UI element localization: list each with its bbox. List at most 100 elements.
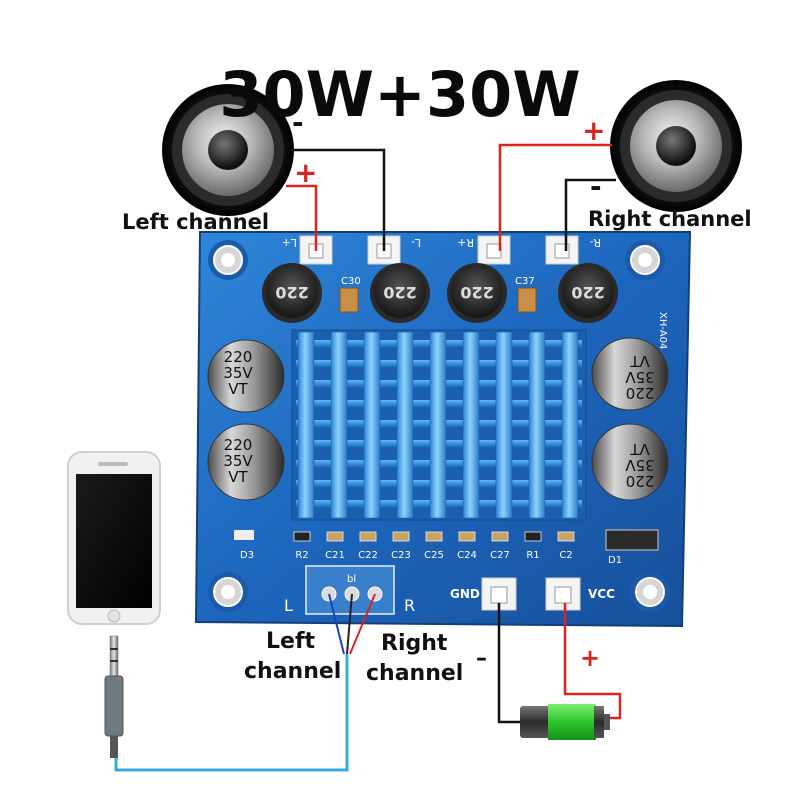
wire-right-minus [564, 178, 616, 251]
heatsink-fin [363, 331, 381, 519]
silk-smd-label: C21 [325, 550, 345, 561]
diode-d3 [234, 530, 254, 540]
capacitor-right-bottom: 220 35V VT [591, 423, 669, 501]
label-left-channel-top: Left channel [122, 210, 270, 234]
wire-input-gnd [346, 593, 353, 655]
silk-c30: C30 [341, 276, 361, 287]
silk-input-mark: bl [347, 574, 356, 585]
mounting-hole-bl [208, 572, 248, 612]
label-right-channel-bottom-1: Right [381, 631, 448, 656]
wire-right-plus [498, 143, 612, 251]
power-rating-title: 30W+30W [219, 58, 581, 131]
silk-d1: D1 [608, 555, 622, 566]
inductor-1: 220 [262, 263, 322, 323]
terminal-l-minus-label: L- [411, 236, 421, 249]
wire-gnd [497, 603, 520, 724]
sign-battery-minus: – [476, 646, 487, 671]
audio-jack-plug [104, 635, 124, 758]
smd-component [524, 531, 542, 542]
silk-smd-label: C27 [490, 550, 510, 561]
inductor-4-label: 220 [571, 283, 604, 302]
cap-rb-line2: 35V [625, 456, 655, 474]
cap-rt-line1: 220 [626, 384, 655, 402]
inductor-3: 220 [447, 263, 507, 323]
silk-smd-label: C22 [358, 550, 378, 561]
inductor-2: 220 [370, 263, 430, 323]
wire-vcc [563, 603, 622, 720]
mounting-hole-br [630, 572, 670, 612]
silk-gnd: GND [450, 587, 480, 601]
wire-left-minus [290, 148, 386, 251]
smd-component [392, 531, 410, 542]
speaker-left [162, 84, 294, 216]
smd-component [458, 531, 476, 542]
wire-left-plus [286, 184, 318, 251]
cap-lb-line3: VT [228, 468, 248, 486]
silk-d3: D3 [240, 550, 254, 561]
smd-component [425, 531, 443, 542]
inductor-1-label: 220 [275, 283, 308, 302]
diode-d1 [605, 529, 659, 551]
smd-component [491, 531, 509, 542]
label-right-channel-top: Right channel [588, 207, 752, 231]
terminal-r-plus: R+ [457, 235, 511, 265]
sign-right-minus: - [590, 170, 602, 203]
inductor-3-label: 220 [460, 283, 493, 302]
terminal-r-minus-label: R- [590, 236, 601, 249]
terminal-gnd [481, 577, 517, 611]
inductor-2-label: 220 [383, 283, 416, 302]
cap-lt-line2: 35V [223, 364, 253, 382]
sign-left-minus: - [292, 106, 304, 139]
silk-smd-label: R2 [295, 550, 308, 561]
silk-input-r: R [404, 596, 415, 615]
cap-lb-line1: 220 [224, 436, 253, 454]
silk-input-l: L [284, 596, 293, 615]
silk-smd-label: C25 [424, 550, 444, 561]
speaker-right [610, 80, 742, 212]
wires [114, 143, 622, 772]
silk-model: XH-A04 [657, 312, 668, 349]
sign-left-plus: + [294, 156, 318, 189]
silk-smd-label: C24 [457, 550, 477, 561]
cap-lt-line3: VT [228, 380, 248, 398]
label-left-channel-bottom-1: Left [266, 629, 316, 654]
amplifier-board: L+ L- R+ R- 220 220 220 [194, 231, 692, 628]
heatsink-fin [396, 331, 414, 519]
smd-component [326, 531, 344, 542]
label-left-channel-bottom-2: channel [244, 659, 342, 684]
terminal-r-plus-label: R+ [457, 236, 474, 249]
silk-vcc: VCC [588, 587, 615, 601]
mounting-hole-tl [208, 240, 248, 280]
smd-component [557, 531, 575, 542]
heatsink-fin [330, 331, 348, 519]
cap-rt-line3: VT [629, 352, 649, 370]
heatsink-fin [561, 331, 579, 519]
smd-component [359, 531, 377, 542]
silk-c37: C37 [515, 276, 535, 287]
heatsink-fin [495, 331, 513, 519]
cap-lb-line2: 35V [223, 452, 253, 470]
terminal-vcc [545, 577, 581, 611]
capacitor-right-top: 220 35V VT [591, 337, 669, 411]
heatsink-fin [297, 331, 315, 519]
capacitor-c30 [339, 287, 359, 313]
battery [520, 704, 610, 740]
capacitor-c37 [517, 287, 537, 313]
inductor-4: 220 [558, 263, 618, 323]
capacitor-left-top: 220 35V VT [207, 339, 285, 413]
heatsink-fin [528, 331, 546, 519]
wire-audio-cable [114, 654, 349, 772]
terminal-r-minus: R- [545, 235, 601, 265]
sign-battery-plus: + [580, 644, 601, 672]
wire-input-left [328, 593, 345, 655]
heatsink [291, 329, 587, 521]
silk-smd-label: C23 [391, 550, 411, 561]
heatsink-fin [462, 331, 480, 519]
silk-smd-label: R1 [526, 550, 539, 561]
smartphone [67, 451, 161, 625]
sign-right-plus: + [582, 114, 606, 147]
smd-component [293, 531, 311, 542]
cap-rt-line2: 35V [625, 368, 655, 386]
